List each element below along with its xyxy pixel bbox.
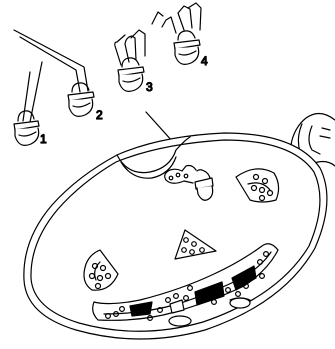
led-2: 2 — [14, 30, 103, 122]
led-4-lead-d — [188, 3, 201, 30]
led-3: 3 — [115, 30, 153, 94]
led-4-label: 4 — [201, 54, 208, 68]
led-1-lead-short — [23, 72, 30, 121]
led-2-lead-b — [14, 30, 88, 91]
led-2-label: 2 — [96, 108, 103, 122]
led-4-bulb — [174, 31, 200, 64]
led-3-lead-c — [131, 30, 145, 56]
led-3-bulb — [118, 58, 144, 91]
led-4-lead-a — [162, 17, 176, 33]
led-1: 1 — [14, 62, 47, 146]
led-4: 4 — [152, 3, 208, 68]
led-2-lead-a — [20, 37, 80, 92]
led-3-label: 3 — [146, 80, 153, 94]
led-2-bulb — [68, 83, 94, 117]
led-1-bulb — [14, 111, 39, 145]
led-4-lead-b — [178, 6, 192, 30]
led-1-label: 1 — [40, 132, 47, 146]
led-4-lead-c — [152, 12, 163, 24]
